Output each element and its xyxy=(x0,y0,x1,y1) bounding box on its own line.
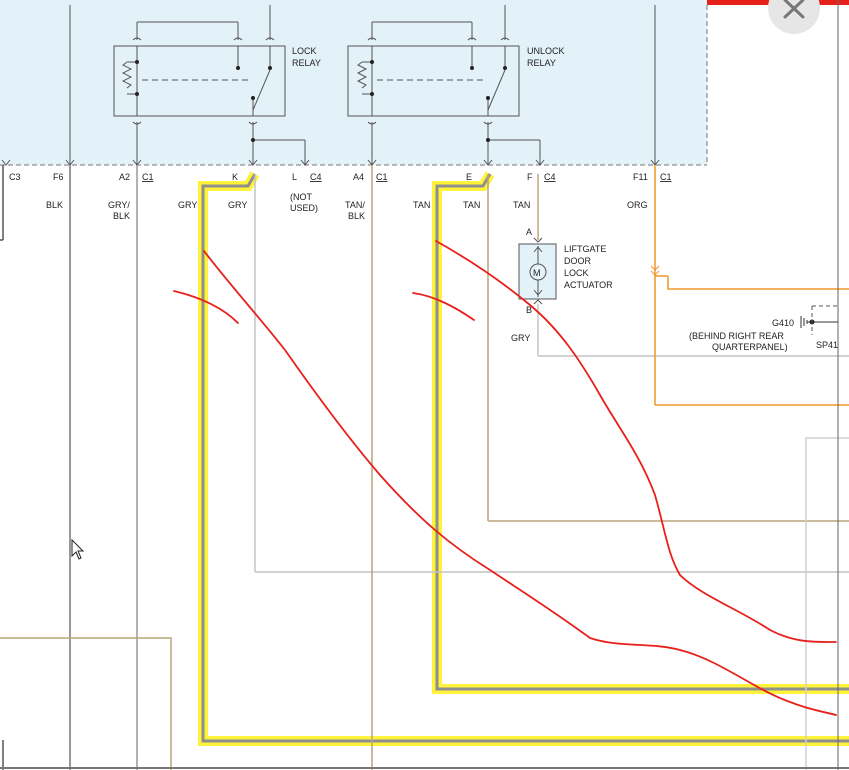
pin-f11: F11 xyxy=(633,172,648,182)
relay-output-wires xyxy=(136,122,541,165)
motor-symbol: M xyxy=(533,268,541,278)
wire-labels: BLK GRY/ BLK GRY GRY (NOT USED) TAN/ BLK… xyxy=(46,192,648,343)
module-connectors xyxy=(1,159,660,166)
wire-label-tan-e: TAN xyxy=(463,200,480,210)
close-icon[interactable] xyxy=(783,0,805,19)
close-button[interactable] xyxy=(768,0,820,34)
wire-label-org: ORG xyxy=(627,200,648,210)
wire-label-tan-f: TAN xyxy=(513,200,530,210)
wire-label-tan-blk-1: TAN/ xyxy=(345,200,365,210)
actuator-label-3: LOCK xyxy=(564,268,589,278)
wire-label-gry-bottom: GRY xyxy=(511,333,530,343)
pin-f: F xyxy=(527,172,533,182)
actuator-label-4: ACTUATOR xyxy=(564,280,613,290)
liftgate-actuator: M A B LIFTGATE DOOR LOCK ACTUATOR xyxy=(518,227,613,315)
pin-labels: C3 F6 A2 C1 K L C4 A4 C1 E F C4 F11 C1 xyxy=(9,172,672,182)
pin-a4-connector: C1 xyxy=(376,172,388,182)
wire-label-blk: BLK xyxy=(46,200,63,210)
lock-relay-label-1: LOCK xyxy=(292,46,317,56)
pin-k: K xyxy=(232,172,238,182)
wire-label-gry-k: GRY xyxy=(228,200,247,210)
red-annotations xyxy=(173,240,837,716)
mouse-cursor-icon xyxy=(71,538,85,560)
unlock-relay: UNLOCK RELAY xyxy=(347,37,565,125)
module-box xyxy=(0,0,707,165)
pin-a2-connector: C1 xyxy=(142,172,154,182)
actuator-pin-a: A xyxy=(526,227,532,237)
highlighted-wire-core xyxy=(201,173,849,743)
splice-label: SP41 xyxy=(816,340,838,350)
wire-label-not-used-2: USED) xyxy=(290,203,318,213)
actuator-label-2: DOOR xyxy=(564,256,592,266)
pin-f11-connector: C1 xyxy=(660,172,672,182)
pin-c3: C3 xyxy=(9,172,21,182)
ground-id: G410 xyxy=(772,318,794,328)
relay-bus-wires xyxy=(69,5,656,165)
pin-a4: A4 xyxy=(353,172,364,182)
ground-location-2: QUARTERPANEL) xyxy=(712,342,788,352)
pin-l: L xyxy=(292,172,297,182)
pin-a2: A2 xyxy=(119,172,130,182)
pin-f6: F6 xyxy=(53,172,64,182)
lock-relay-label-2: RELAY xyxy=(292,58,321,68)
wire-label-gry-left: GRY xyxy=(178,200,197,210)
ground-g410: G410 (BEHIND RIGHT REAR QUARTERPANEL) SP… xyxy=(689,305,838,352)
wire-label-not-used-1: (NOT xyxy=(290,192,312,202)
unlock-relay-label-2: RELAY xyxy=(527,58,556,68)
org-connector xyxy=(650,265,660,271)
pin-f-connector: C4 xyxy=(544,172,556,182)
wire-label-gry-blk-1: GRY/ xyxy=(108,200,130,210)
actuator-label-1: LIFTGATE xyxy=(564,244,606,254)
wire-label-tan-left: TAN xyxy=(413,200,430,210)
wire-label-tan-blk-2: BLK xyxy=(348,211,365,221)
wire-label-gry-blk-2: BLK xyxy=(113,211,130,221)
ground-icon xyxy=(800,316,838,328)
pin-l-connector: C4 xyxy=(310,172,322,182)
unlock-relay-label-1: UNLOCK xyxy=(527,46,565,56)
actuator-pin-b: B xyxy=(526,305,532,315)
pin-e: E xyxy=(466,172,472,182)
ground-location-1: (BEHIND RIGHT REAR xyxy=(689,331,784,341)
lock-relay: LOCK RELAY xyxy=(113,37,321,125)
